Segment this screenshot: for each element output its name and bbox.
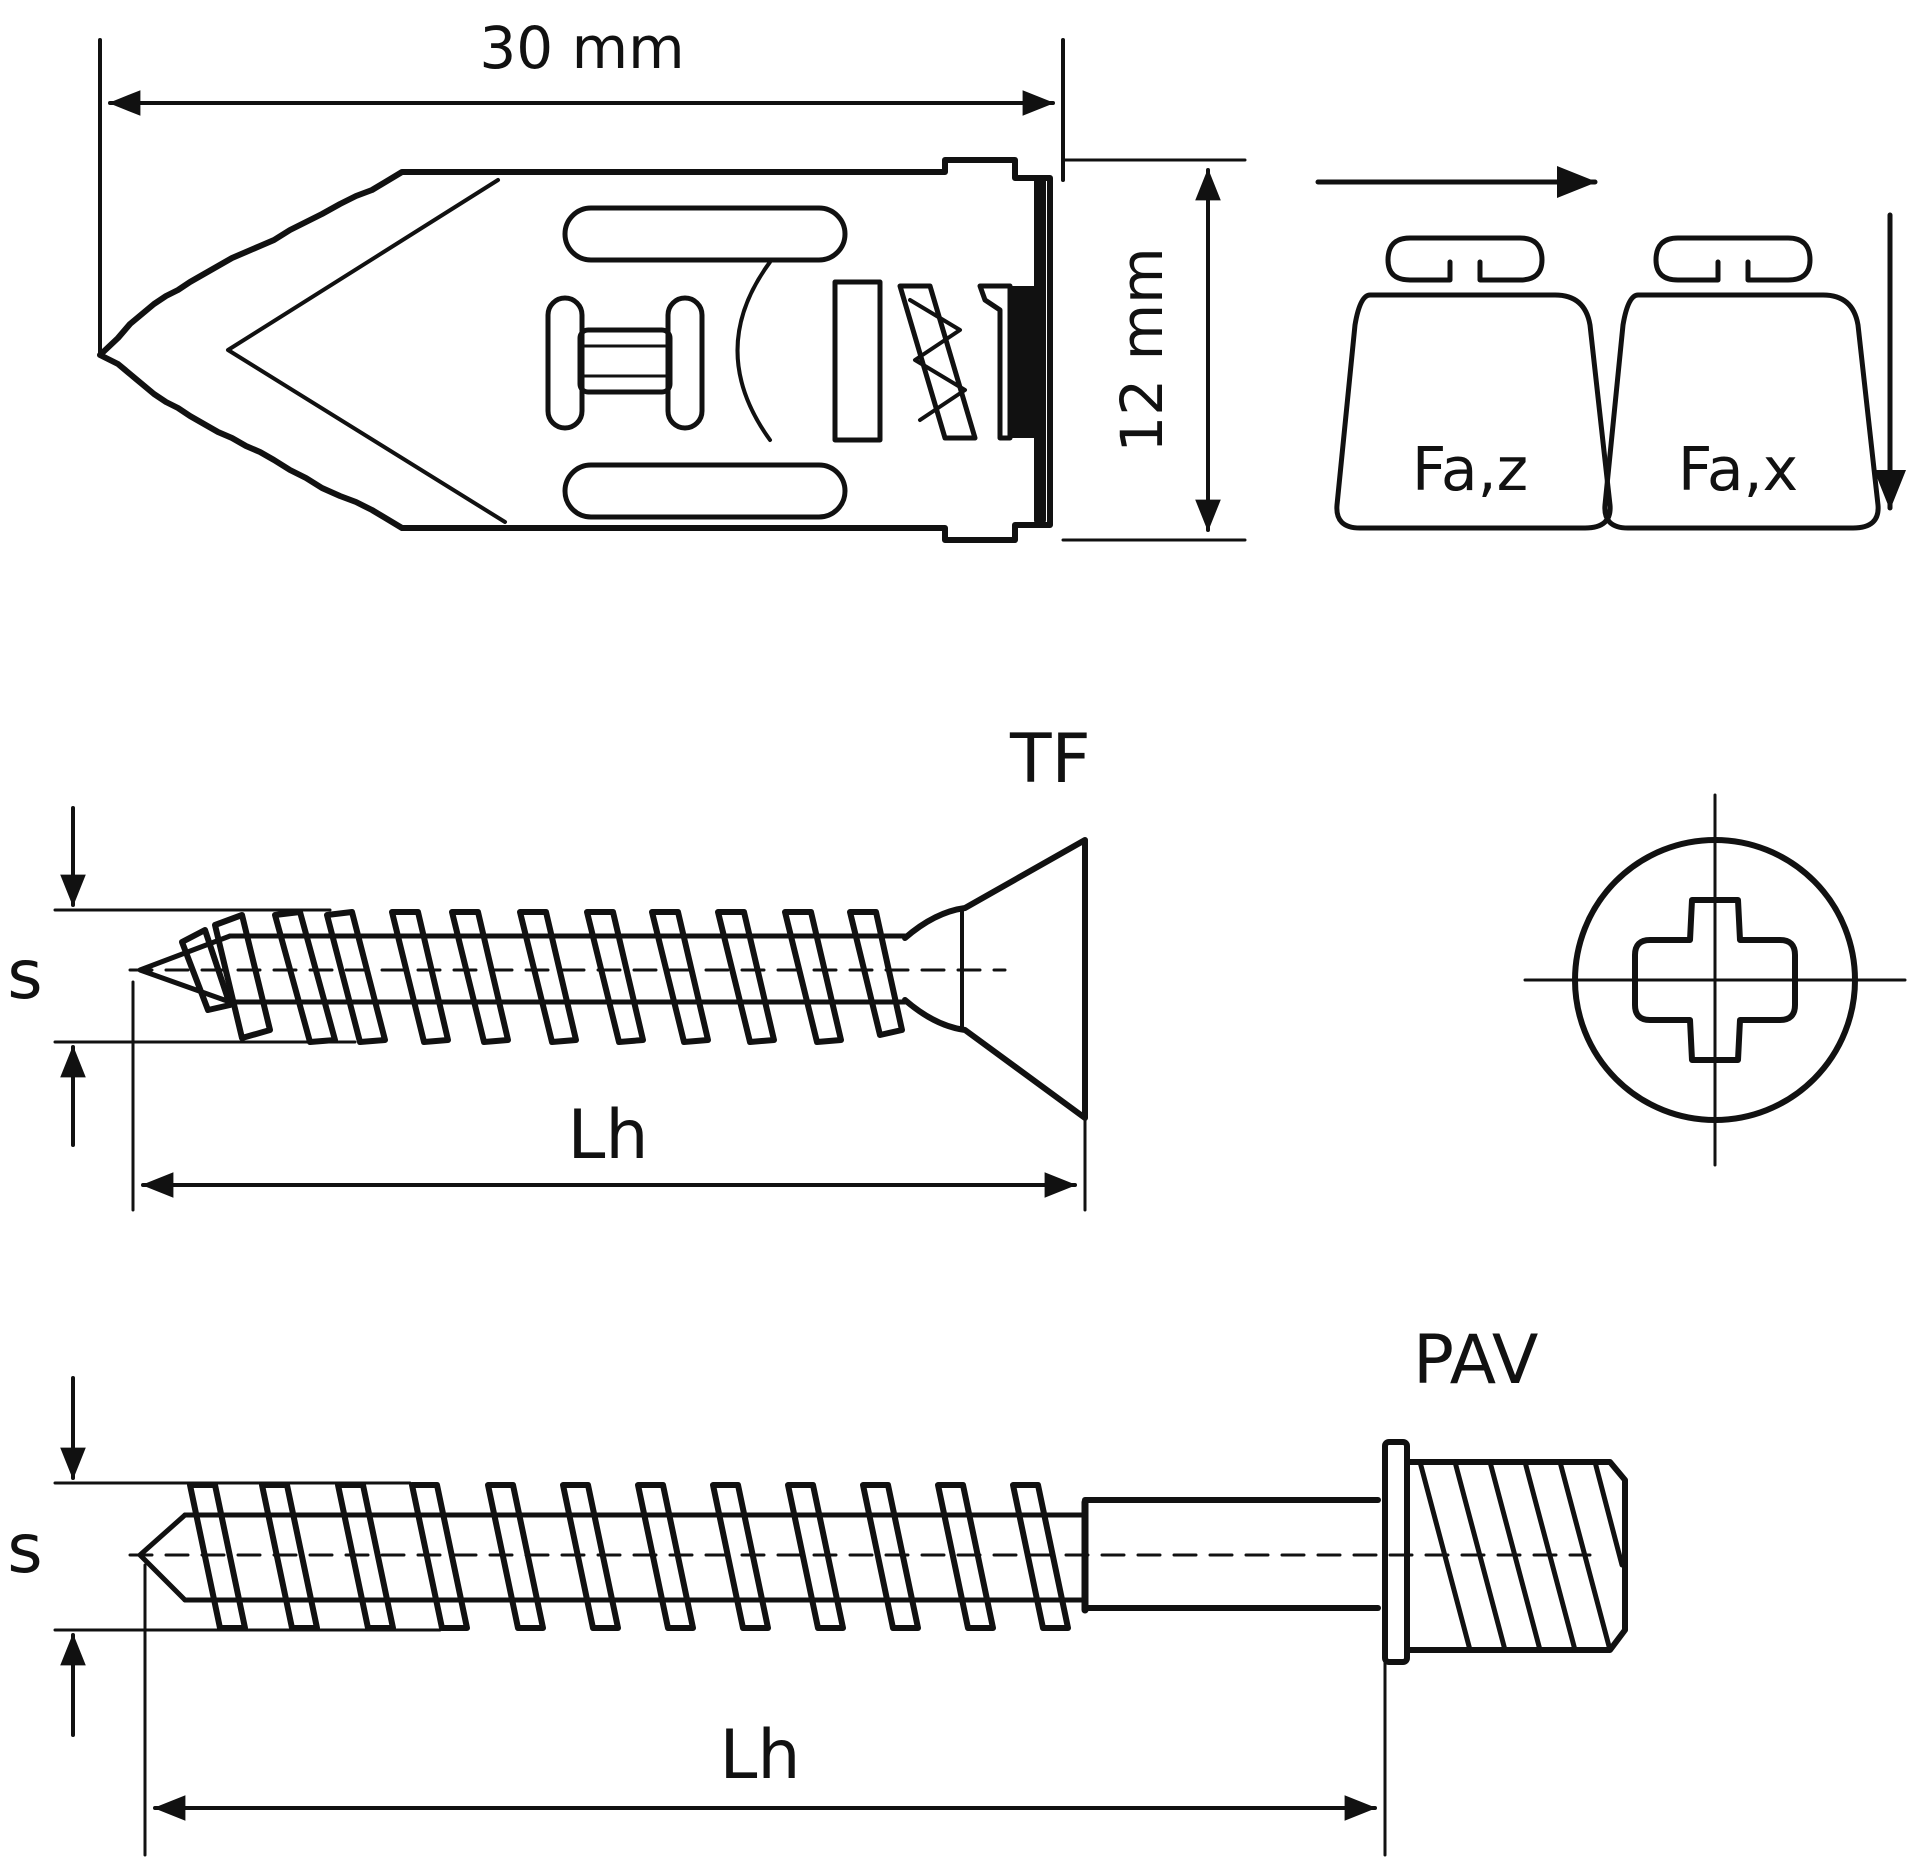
dowel-bottom-slot bbox=[562, 462, 848, 520]
shear-load-label: Fa,x bbox=[1678, 435, 1798, 505]
dowel-length-dimension: 30 mm bbox=[98, 14, 1065, 357]
pav-metric-thread bbox=[1404, 1459, 1628, 1653]
tf-screw-threads bbox=[179, 909, 905, 1045]
dowel-tip-chevron bbox=[226, 178, 507, 524]
tf-screw-title: TF bbox=[1009, 720, 1091, 799]
tf-thread-label: s bbox=[7, 936, 42, 1015]
phillips-cross-recess-icon bbox=[1523, 793, 1907, 1167]
pav-screw-shank bbox=[128, 1497, 1592, 1614]
weight-tension: Fa,z bbox=[1334, 235, 1613, 531]
load-diagrams: Fa,z Fa,x bbox=[1315, 166, 1906, 531]
tension-load-label: Fa,z bbox=[1412, 435, 1528, 505]
pav-screw-threads bbox=[187, 1482, 1071, 1631]
tf-length-dimension: Lh bbox=[131, 980, 1087, 1212]
pav-length-label: Lh bbox=[720, 1716, 801, 1795]
pav-thread-label: s bbox=[7, 1510, 42, 1589]
dowel-body bbox=[97, 157, 1053, 543]
dowel-spreader-h bbox=[545, 295, 705, 431]
dowel-spring bbox=[832, 279, 1038, 443]
pav-screw-drawing: PAV s bbox=[7, 1321, 1628, 1857]
tf-thread-dimension: s bbox=[7, 806, 357, 1147]
dowel-arc bbox=[735, 260, 772, 442]
tf-screw-drawing: TF s bbox=[7, 720, 1091, 1212]
pav-screw-title: PAV bbox=[1413, 1321, 1538, 1400]
pav-length-dimension: Lh bbox=[143, 1563, 1387, 1857]
pav-collar bbox=[1382, 1439, 1410, 1665]
tf-screw-head bbox=[902, 837, 1088, 1121]
tf-length-label: Lh bbox=[568, 1096, 649, 1175]
dowel-drawing: 30 mm bbox=[97, 14, 1247, 543]
dowel-diameter-dimension: 12 mm bbox=[1061, 158, 1247, 542]
dowel-top-slot bbox=[562, 205, 848, 263]
dowel-diameter-label: 12 mm bbox=[1108, 247, 1176, 452]
dowel-length-label: 30 mm bbox=[479, 14, 684, 82]
weight-shear: Fa,x bbox=[1602, 235, 1881, 531]
